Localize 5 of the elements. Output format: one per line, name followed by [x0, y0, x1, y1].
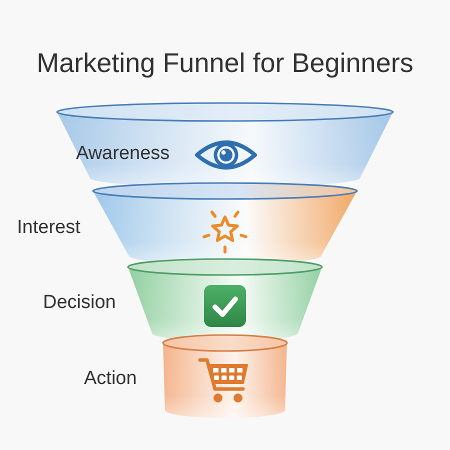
stage-label: Interest	[17, 217, 80, 239]
stage-label: Awareness	[76, 143, 170, 165]
stage-label: Action	[84, 368, 137, 390]
diagram-title: Marketing Funnel for Beginners	[36, 47, 414, 80]
stage-label: Decision	[43, 292, 116, 314]
